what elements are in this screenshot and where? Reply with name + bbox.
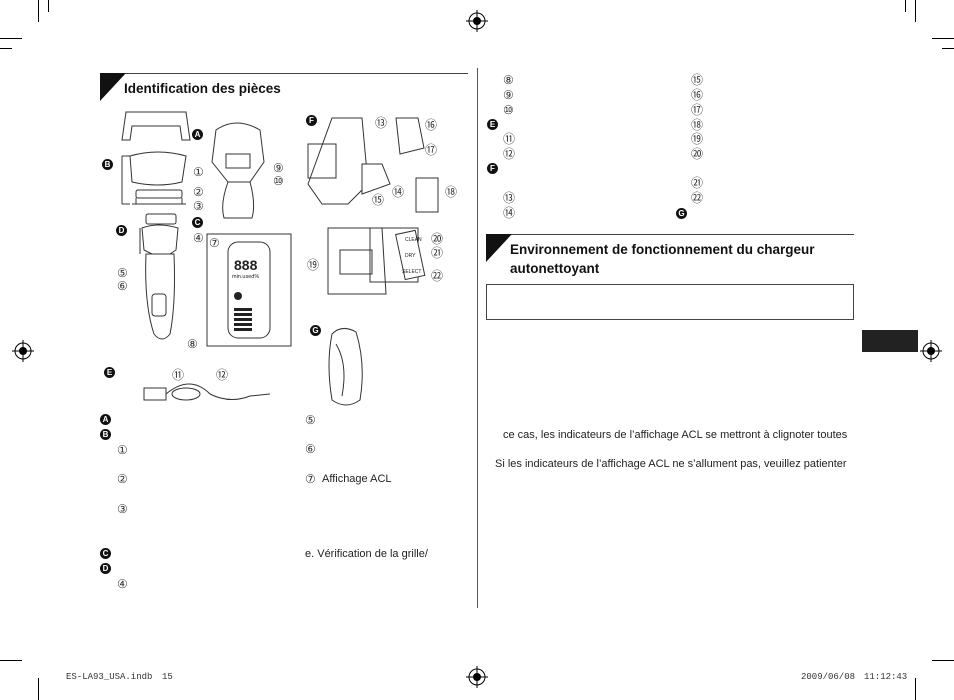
registration-mark-icon <box>12 340 34 362</box>
list-item-7-text: Affichage ACL <box>322 473 392 485</box>
figure-badge-c: C <box>192 217 203 228</box>
right-col2-item: ㉑ <box>691 176 704 190</box>
callout-6: ⑥ <box>117 279 128 293</box>
charger-dry-label: DRY <box>405 253 416 259</box>
registration-mark-icon <box>920 340 942 362</box>
callout-15: ⑮ <box>372 193 385 207</box>
registration-mark-icon <box>466 10 488 32</box>
list-badge-d: D <box>100 563 111 574</box>
figure-badge-e: E <box>104 367 115 378</box>
right-col1-item: ⑬ <box>503 191 516 205</box>
right-col2-item: ⑮ <box>691 73 704 87</box>
footer-page: 15 <box>162 672 173 682</box>
footer-date: 2009/06/08 <box>801 672 856 682</box>
right-col2-item: ㉒ <box>691 191 704 205</box>
info-box <box>486 284 854 320</box>
callout-18: ⑱ <box>445 185 458 199</box>
callout-17: ⑰ <box>425 143 438 157</box>
column-divider <box>477 68 478 608</box>
figure-badge-d: D <box>116 225 127 236</box>
callout-5: ⑤ <box>117 266 128 280</box>
list-item-1: ① <box>117 443 128 457</box>
section-title-line1: Environnement de fonctionnement du charg… <box>510 242 815 257</box>
list-badge-b: B <box>100 429 111 440</box>
lcd-digits: 888 <box>234 257 258 273</box>
callout-21: ㉑ <box>431 246 444 260</box>
callout-11: ⑪ <box>172 368 185 382</box>
body-text-line: ce cas, les indicateurs de l’affichage A… <box>503 429 848 441</box>
list-item-2: ② <box>117 472 128 486</box>
callout-7: ⑦ <box>209 236 220 250</box>
list-badge-a: A <box>100 414 111 425</box>
right-badge-e: E <box>487 119 498 130</box>
footer-time: 11:12:43 <box>864 672 908 682</box>
right-badge-f: F <box>487 163 498 174</box>
callout-10: ⑩ <box>273 174 284 188</box>
right-badge-g: G <box>676 208 687 219</box>
right-col1-item: ⑩ <box>503 103 514 117</box>
body-text-line: Si les indicateurs de l’affichage ACL ne… <box>495 458 847 470</box>
right-col2-item: ⑲ <box>691 132 704 146</box>
right-col1-item: ⑪ <box>503 132 516 146</box>
list-item-6: ⑥ <box>305 442 316 456</box>
list-item-5: ⑤ <box>305 413 316 427</box>
charger-select-label: SELECT <box>402 269 422 275</box>
lcd-units: min.used% <box>232 274 259 280</box>
figure-badge-f: F <box>306 115 317 126</box>
section-title-line2: autonettoyant <box>510 261 600 276</box>
callout-9: ⑨ <box>273 161 284 175</box>
header-triangle-icon <box>486 234 512 262</box>
figure-badge-b: B <box>102 159 113 170</box>
figure-badge-g: G <box>310 325 321 336</box>
footer-filename: ES-LA93_USA.indb <box>66 672 153 682</box>
callout-2: ② <box>193 185 204 199</box>
callout-20: ⑳ <box>431 232 444 246</box>
right-col1-item: ⑫ <box>503 147 516 161</box>
callout-12: ⑫ <box>216 368 229 382</box>
right-col2-item: ⑳ <box>691 147 704 161</box>
charger-clean-label: CLEAN <box>405 237 422 243</box>
callout-16: ⑯ <box>425 118 438 132</box>
shaver-parts-illustration: 888 min.used% <box>121 111 439 406</box>
right-col1-item: ⑨ <box>503 88 514 102</box>
callout-3: ③ <box>193 199 204 213</box>
right-col2-item: ⑰ <box>691 103 704 117</box>
callout-14: ⑭ <box>392 185 405 199</box>
list-item-4: ④ <box>117 577 128 591</box>
list-item-e-text: e. Vérification de la grille/ <box>305 548 428 560</box>
registration-mark-icon <box>466 666 488 688</box>
callout-13: ⑬ <box>375 116 388 130</box>
header-triangle-icon <box>100 73 126 101</box>
callout-22: ㉒ <box>431 269 444 283</box>
callout-19: ⑲ <box>307 258 320 272</box>
right-col2-item: ⑯ <box>691 88 704 102</box>
list-badge-c: C <box>100 548 111 559</box>
section-title: Identification des pièces <box>124 81 281 96</box>
callout-8: ⑧ <box>187 337 198 351</box>
figure-badge-a: A <box>192 129 203 140</box>
right-col1-item: ⑭ <box>503 206 516 220</box>
page-tab-marker <box>862 330 918 352</box>
list-item-7: ⑦ <box>305 472 316 486</box>
list-item-3: ③ <box>117 502 128 516</box>
callout-4: ④ <box>193 231 204 245</box>
right-col1-item: ⑧ <box>503 73 514 87</box>
callout-1: ① <box>193 165 204 179</box>
right-col2-item: ⑱ <box>691 118 704 132</box>
